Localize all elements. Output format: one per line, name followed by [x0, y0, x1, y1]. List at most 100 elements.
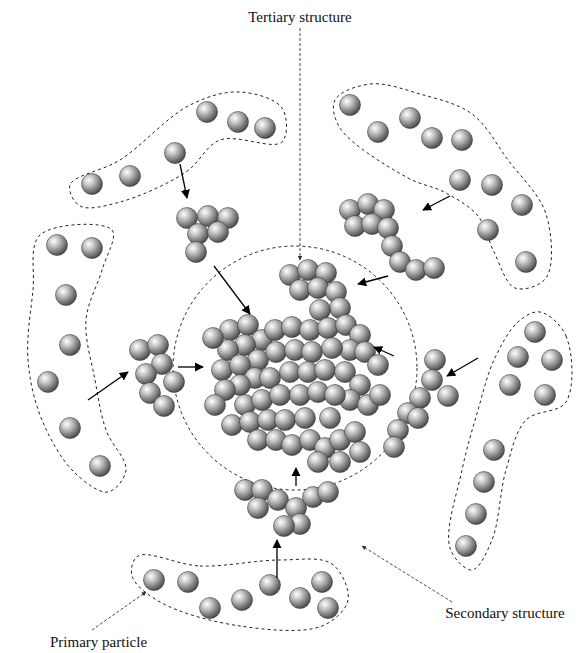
tertiary-sphere [212, 360, 233, 381]
secondary-sphere [130, 340, 151, 361]
part-label: Secondary structure [443, 605, 567, 621]
primary-sphere [512, 195, 533, 216]
primary-sphere [542, 350, 563, 371]
primary-sphere [482, 175, 503, 196]
primary-sphere [228, 112, 249, 133]
aggregation-arrow [214, 266, 250, 314]
primary-sphere [368, 122, 389, 143]
secondary-sphere [148, 335, 169, 356]
primary-sphere [56, 285, 77, 306]
aggregation-arrow [276, 540, 277, 578]
primary-sphere [484, 440, 505, 461]
primary-sphere [200, 598, 221, 619]
primary-sphere [452, 130, 473, 151]
tertiary-sphere [222, 415, 243, 436]
tertiary-sphere [370, 385, 391, 406]
primary-sphere [450, 170, 471, 191]
part-label: Primary particle [48, 634, 149, 650]
group-outline [28, 224, 126, 492]
label-anchor: Tertiary structure [246, 8, 353, 26]
secondary-sphere [408, 408, 429, 429]
label-anchor: Primary particle [48, 633, 149, 651]
tertiary-sphere [252, 390, 273, 411]
secondary-sphere [248, 498, 269, 519]
aggregation-arrow [295, 468, 296, 486]
tertiary-sphere [295, 408, 316, 429]
group-outline [333, 84, 551, 289]
secondary-sphere [208, 222, 229, 243]
secondary-sphere [406, 260, 427, 281]
aggregation-arrow [358, 276, 388, 284]
leader-line [362, 546, 452, 602]
primary-sphere [400, 108, 421, 129]
tertiary-sphere [203, 328, 224, 349]
primary-sphere [422, 128, 443, 149]
tertiary-sphere [298, 260, 319, 281]
tertiary-sphere [300, 320, 321, 341]
secondary-sphere [425, 350, 446, 371]
primary-sphere [290, 588, 311, 609]
secondary-sphere [422, 370, 443, 391]
secondary-sphere [186, 242, 207, 263]
primary-sphere [165, 143, 186, 164]
label-anchor: Secondary structure [443, 604, 567, 622]
tertiary-sphere [318, 318, 339, 339]
secondary-sphere [378, 218, 399, 239]
primary-sphere [478, 220, 499, 241]
secondary-sphere [188, 224, 209, 245]
primary-sphere [144, 570, 165, 591]
tertiary-sphere [290, 385, 311, 406]
tertiary-sphere [270, 385, 291, 406]
primary-sphere [340, 95, 361, 116]
tertiary-sphere [308, 452, 329, 473]
tertiary-sphere-set [203, 260, 391, 473]
primary-sphere [120, 166, 141, 187]
tertiary-sphere [368, 355, 389, 376]
tertiary-sphere [330, 452, 351, 473]
primary-sphere [90, 456, 111, 477]
aggregation-arrow [447, 358, 478, 376]
group-outline [131, 555, 348, 631]
tertiary-sphere [290, 280, 311, 301]
secondary-sphere [438, 386, 459, 407]
tertiary-sphere [266, 342, 287, 363]
tertiary-sphere [350, 442, 371, 463]
primary-sphere [508, 347, 529, 368]
primary-sphere [255, 118, 276, 139]
primary-sphere [82, 174, 103, 195]
primary-sphere [197, 102, 218, 123]
primary-sphere [232, 590, 253, 611]
primary-sphere [516, 252, 537, 273]
aggregation-arrow [88, 372, 128, 400]
primary-sphere [60, 335, 81, 356]
secondary-sphere [318, 482, 339, 503]
primary-sphere [535, 385, 556, 406]
secondary-sphere [274, 516, 295, 537]
tertiary-sphere [322, 338, 343, 359]
primary-sphere [318, 598, 339, 619]
aggregation-arrow [374, 347, 394, 356]
leader-lines [92, 28, 452, 630]
tertiary-sphere [302, 342, 323, 363]
primary-sphere [38, 372, 59, 393]
aggregation-arrow [178, 366, 203, 367]
tertiary-sphere [275, 410, 296, 431]
secondary-sphere [384, 437, 405, 458]
tertiary-sphere [282, 435, 303, 456]
primary-sphere [60, 418, 81, 439]
aggregation-arrow [423, 196, 450, 210]
tertiary-sphere [282, 317, 303, 338]
leader-line [300, 28, 301, 260]
tertiary-sphere [308, 278, 329, 299]
leader-line [92, 592, 146, 630]
primary-sphere [500, 375, 521, 396]
secondary-sphere [164, 372, 185, 393]
secondary-sphere-set [130, 194, 459, 537]
tertiary-boundary [173, 246, 417, 490]
primary-sphere [525, 322, 546, 343]
tertiary-sphere [325, 385, 346, 406]
tertiary-sphere [320, 408, 341, 429]
secondary-sphere [154, 396, 175, 417]
secondary-sphere [136, 364, 157, 385]
